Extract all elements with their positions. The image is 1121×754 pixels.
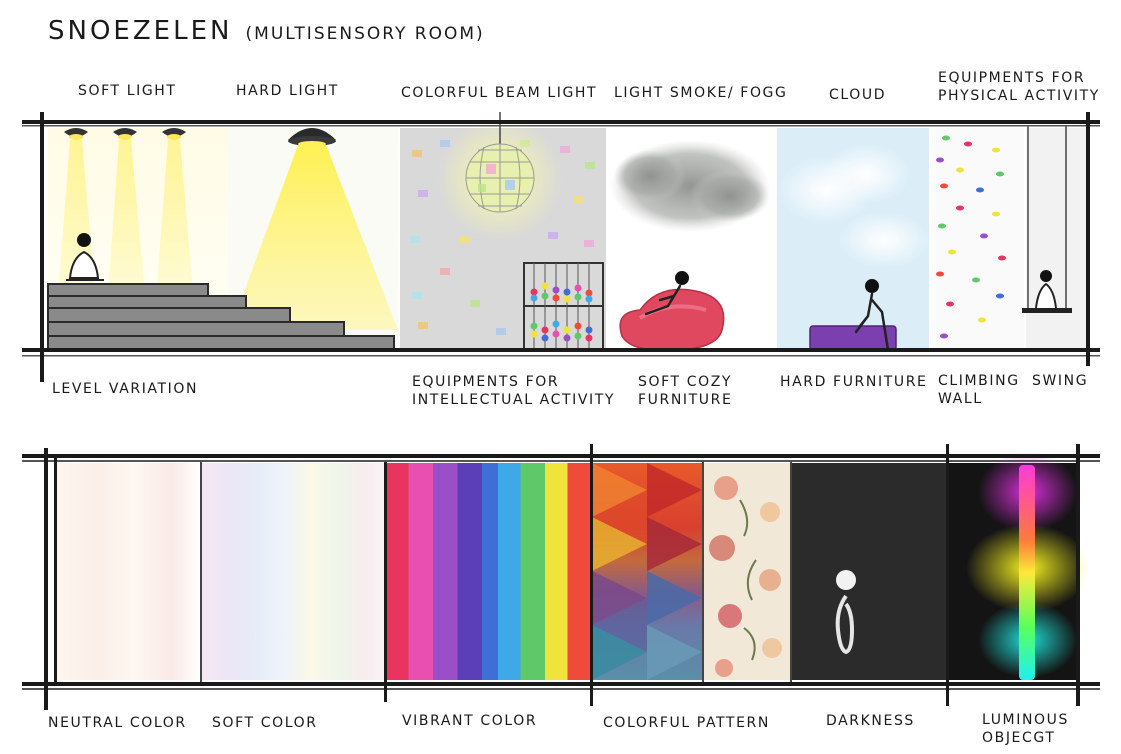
title-main: SNOEZELEN [48,16,233,46]
panel-vibrant-color [386,463,590,680]
label-luminous-object: LUMINOUS OBJECGT [982,712,1069,746]
person-icon [66,233,104,281]
climbing-holds [936,135,1006,339]
panel-darkness [792,463,947,680]
label-physical-activity: EQUIPMENTS FOR PHYSICAL ACTIVITY [938,70,1100,104]
page-title: SNOEZELEN (MULTISENSORY ROOM) [48,16,485,46]
label-soft-cozy-furniture: SOFT COZY FURNITURE [638,374,733,408]
panel-soft-color [202,463,384,680]
label-vibrant-color: VIBRANT COLOR [402,713,538,729]
panel-climbing-wall [932,128,1024,350]
label-colorful-pattern: COLORFUL PATTERN [603,715,770,731]
abacus-icon [523,262,604,351]
person-icon [835,570,856,655]
smoke-cloud-icon [610,140,770,232]
geometric-pattern [592,463,702,680]
disco-ball-icon [465,143,535,213]
label-soft-light: SOFT LIGHT [78,83,177,99]
label-climbing-wall: CLIMBING WALL [938,373,1020,407]
label-light-smoke-fogg: LIGHT SMOKE/ FOGG [614,85,788,101]
label-hard-furniture: HARD FURNITURE [780,374,928,390]
label-level-variation: LEVEL VARIATION [52,381,199,397]
cloud-icon [778,144,930,268]
label-darkness: DARKNESS [826,713,915,729]
panel-neutral-color [56,463,200,680]
floral-pattern [709,476,782,677]
label-cloud: CLOUD [829,87,887,103]
hard-light-lamp-icon [288,128,336,147]
title-subtitle: (MULTISENSORY ROOM) [245,24,485,44]
hard-light-beam [230,145,398,330]
label-intellectual-activity: EQUIPMENTS FOR INTELLECTUAL ACTIVITY [412,374,616,408]
swing-icon [1022,126,1072,313]
person-icon [854,279,890,352]
label-soft-color: SOFT COLOR [212,715,318,731]
scene-row1 [22,112,1100,382]
ceiling-lamp-icon [64,128,186,140]
label-neutral-color: NEUTRAL COLOR [48,715,187,731]
luminous-tube-icon [966,452,1090,680]
label-colorful-beam-light: COLORFUL BEAM LIGHT [401,85,598,101]
label-swing: SWING [1032,373,1089,389]
person-icon [644,271,689,316]
label-hard-light: HARD LIGHT [236,83,339,99]
level-variation-stairs [47,283,395,351]
